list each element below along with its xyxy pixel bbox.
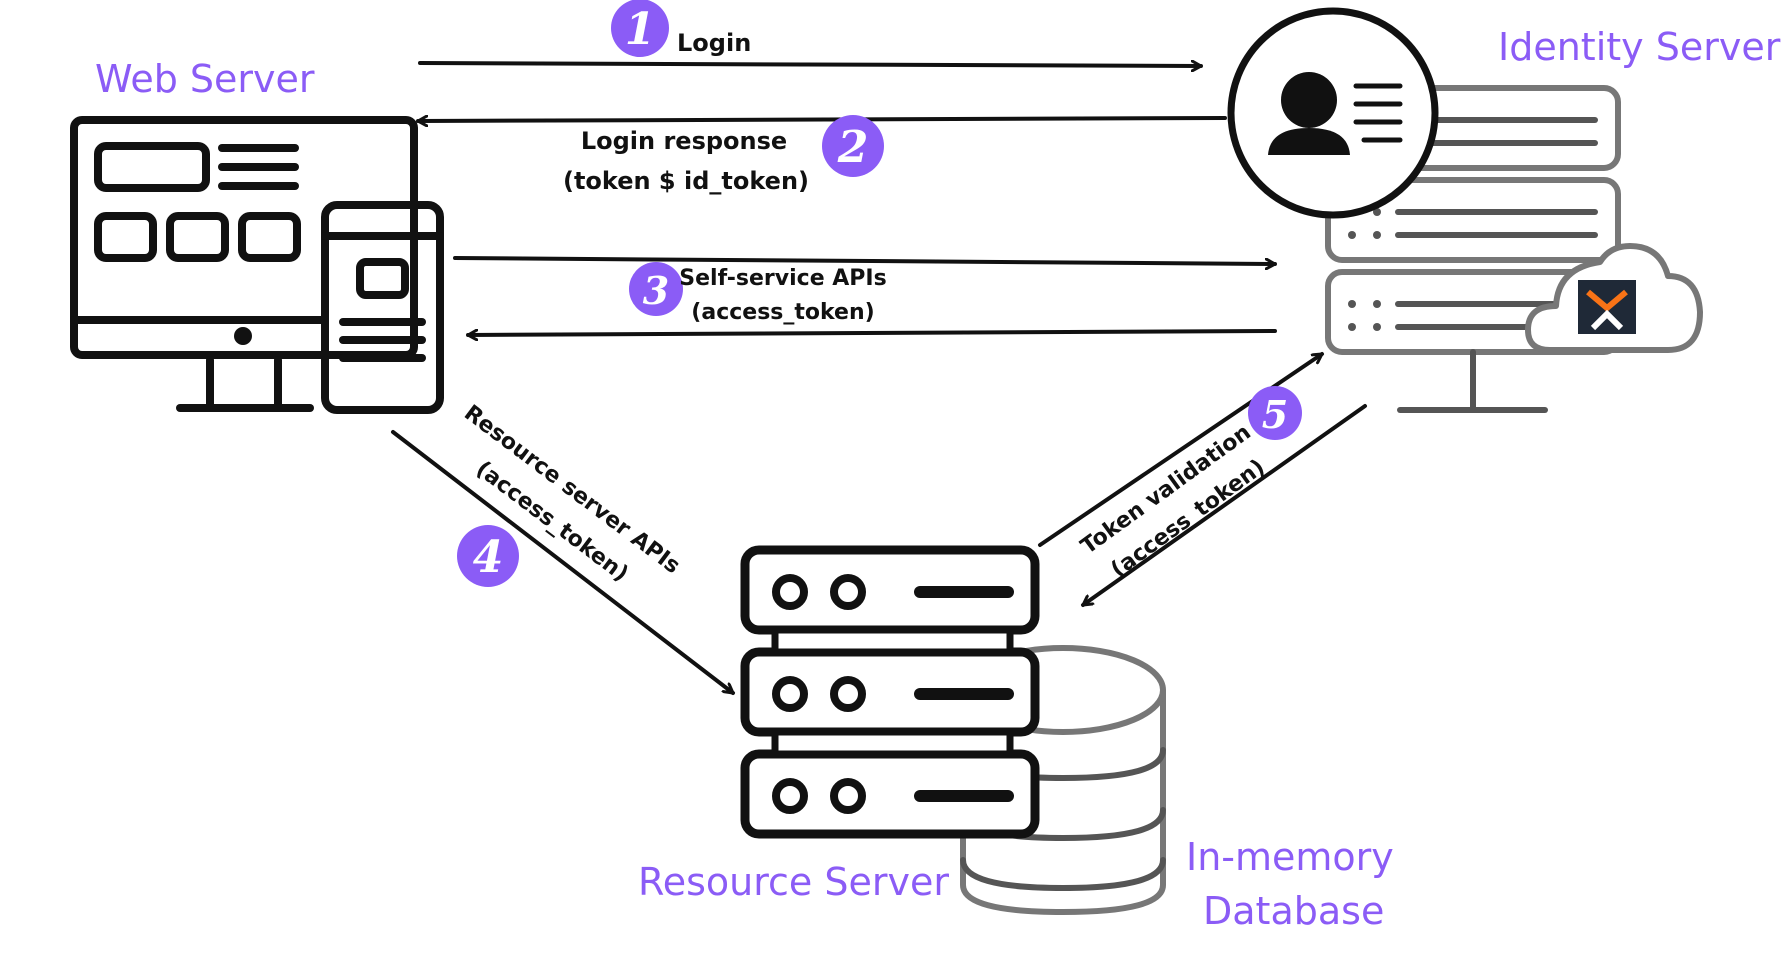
step-badge-5: 5: [1248, 386, 1302, 440]
step-2-label-line1: Login response: [581, 127, 787, 155]
login-arrow: [418, 63, 1203, 66]
self-service-request-arrow: [453, 256, 1277, 264]
desktop-monitor-icon: [70, 116, 418, 412]
step-3-label-line1: Self-service APIs: [679, 266, 886, 291]
login-response-arrow: [416, 118, 1227, 121]
step-badge-4: 4: [457, 525, 519, 587]
svg-text:4: 4: [473, 532, 504, 583]
web-server-title: Web Server: [95, 57, 315, 101]
resource-server-rack-icon: [740, 545, 1040, 839]
mobile-phone-icon: [321, 201, 444, 414]
svg-text:1: 1: [625, 4, 656, 55]
svg-text:2: 2: [837, 122, 869, 173]
step-1-label: Login: [677, 29, 751, 57]
step-badge-3: 3: [629, 262, 683, 316]
resource-server-title: Resource Server: [638, 860, 949, 904]
token-validation-response-arrow: [1081, 404, 1367, 607]
token-validation-arrow: [1038, 352, 1324, 547]
resource-api-arrow: [391, 430, 735, 695]
step-2-label-line2: (token $ id_token): [563, 167, 809, 195]
cloud-icon: [1525, 243, 1703, 353]
step-3-label-line2: (access_token): [691, 300, 874, 325]
database-title-line1: In-memory: [1186, 835, 1394, 879]
svg-text:3: 3: [643, 268, 669, 313]
user-profile-icon: [1227, 7, 1439, 219]
identity-server-title: Identity Server: [1498, 25, 1781, 69]
database-title-line2: Database: [1203, 889, 1384, 933]
step-badge-1: 1: [611, 0, 669, 57]
svg-text:5: 5: [1262, 392, 1288, 437]
self-service-response-arrow: [466, 331, 1277, 335]
step-badge-2: 2: [822, 115, 884, 177]
